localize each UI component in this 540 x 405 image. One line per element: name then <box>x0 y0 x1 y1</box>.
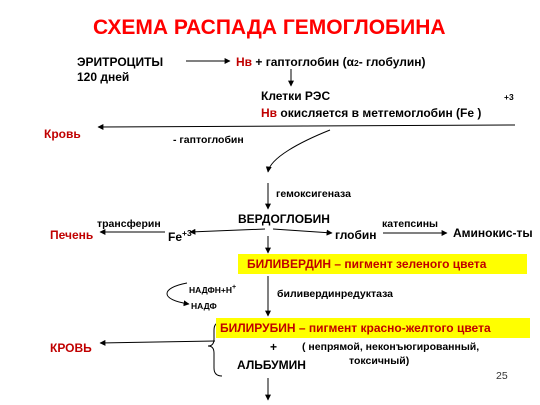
page-title: СХЕМА РАСПАДА ГЕМОГЛОБИНА <box>93 16 446 39</box>
nadp-label: НАДФ <box>191 301 217 311</box>
complex-text-pre: + гаптоглобин (α <box>255 55 354 69</box>
arrow-to-globin <box>272 228 333 236</box>
erythrocytes-label: ЭРИТРОЦИТЫ <box>77 55 164 69</box>
hb-symbol: Нв <box>236 55 253 69</box>
minus-haptoglobin-label: - гаптоглобин <box>173 134 244 146</box>
alpha-subscript: 2 <box>353 58 359 68</box>
complex-text-post: - глобулин) <box>358 55 426 69</box>
plus-sign: + <box>270 340 278 354</box>
nadph-main: НАДФН+Н <box>189 284 233 295</box>
arrow-nadph-curve <box>166 282 190 307</box>
hb-symbol-2: Нв <box>261 106 278 120</box>
biliverdin-highlight <box>238 254 527 274</box>
liver-label: Печень <box>50 228 94 242</box>
globin-label: глобин <box>335 228 377 242</box>
hb-haptoglobin-complex: Нв + гаптоглобин (α2- глобулин) <box>236 55 426 69</box>
arrow-to-blood <box>99 339 216 346</box>
transferrin-label: трансферин <box>97 218 161 230</box>
bilirubin-note-2: токсичный) <box>349 355 410 367</box>
iron-charge-superscript: +3 <box>504 92 514 102</box>
bilirubin-highlight <box>216 318 530 338</box>
bilirubin-label: БИЛИРУБИН – пигмент красно-желтого цвета <box>220 321 491 335</box>
bilirubin-note-1: ( непрямой, неконъюгированный, <box>302 341 480 353</box>
res-cells-label: Клетки РЭС <box>261 89 331 103</box>
cathepsins-label: катепсины <box>382 218 439 230</box>
nadph-label: НАДФН+Н+ <box>189 282 236 295</box>
arrow-curve-down <box>265 129 331 173</box>
iron-symbol: Fe <box>168 230 183 244</box>
arrow-to-blood-left <box>97 123 516 130</box>
amino-acids-label: Аминокис-ты <box>453 226 533 240</box>
oxidation-rest: окисляется в метгемоглобин (Fe ) <box>280 106 482 120</box>
biliverdin-label: БИЛИВЕРДИН – пигмент зеленого цвета <box>247 257 487 271</box>
verdoglobin-label: ВЕРДОГЛОБИН <box>238 212 330 226</box>
brace <box>207 321 223 377</box>
albumin-label: АЛЬБУМИН <box>237 358 306 372</box>
iron-label: Fe+3 <box>168 228 192 244</box>
blood-left-label: Кровь <box>44 127 81 141</box>
erythrocytes-lifespan: 120 дней <box>77 70 130 84</box>
page-number: 25 <box>496 370 508 382</box>
heme-oxygenase-label: гемоксигеназа <box>276 188 351 200</box>
nadph-sup: + <box>232 283 237 291</box>
arrow-to-iron <box>189 228 266 235</box>
hb-oxidation-text: Нв окисляется в метгемоглобин (Fe ) <box>261 106 481 120</box>
iron-charge: +3 <box>182 228 192 238</box>
reductase-label: биливердинредуктаза <box>277 288 394 300</box>
blood-caps-label: КРОВЬ <box>50 341 92 355</box>
